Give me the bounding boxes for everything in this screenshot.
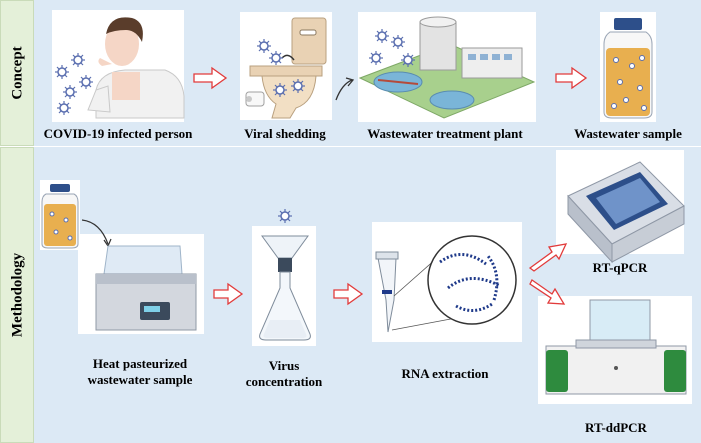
- label-infected-person: COVID-19 infected person: [43, 126, 193, 141]
- ddpcr-machine-illustration: [545, 299, 687, 395]
- arrow-rna-to-qpcr: [528, 243, 568, 272]
- arrow-bath-to-filter: [213, 282, 244, 306]
- water-bath-illustration: [95, 245, 197, 331]
- arrow-filter-to-rna: [333, 282, 364, 306]
- concept-sidebar: Concept: [0, 0, 34, 146]
- arrow-shedding-to-plant-head: [345, 77, 355, 87]
- label-virus-line1: Virus: [268, 358, 300, 373]
- label-rt-ddpcr: RT-ddPCR: [585, 420, 647, 435]
- label-treatment-plant: Wastewater treatment plant: [367, 126, 523, 141]
- small-bottle-illustration: [41, 184, 112, 249]
- arrows: [193, 66, 588, 306]
- arrow-plant-to-sample: [555, 66, 588, 90]
- arrow-rna-to-ddpcr: [529, 279, 566, 305]
- label-rt-qpcr: RT-qPCR: [592, 260, 648, 275]
- label-heat-line2: wastewater sample: [87, 372, 193, 387]
- qpcr-machine-illustration: [567, 161, 685, 264]
- infected-person-illustration: [54, 17, 185, 119]
- arrow-shedding-to-plant: [335, 79, 353, 101]
- label-wastewater-sample: Wastewater sample: [574, 126, 682, 141]
- label-virus-line2: concentration: [245, 374, 323, 389]
- treatment-plant-illustration: [358, 16, 536, 119]
- toilet-illustration: [245, 17, 327, 119]
- label-rna-extraction: RNA extraction: [401, 366, 489, 381]
- rna-illustration: [375, 235, 517, 333]
- arrow-person-to-shedding: [193, 66, 228, 90]
- label-viral-shedding: Viral shedding: [244, 126, 326, 141]
- methodology-sidebar: Methodology: [0, 147, 34, 443]
- filter-flask-illustration: [259, 208, 311, 341]
- label-heat-line1: Heat pasteurized: [92, 356, 188, 371]
- sample-bottle-illustration: [603, 18, 653, 119]
